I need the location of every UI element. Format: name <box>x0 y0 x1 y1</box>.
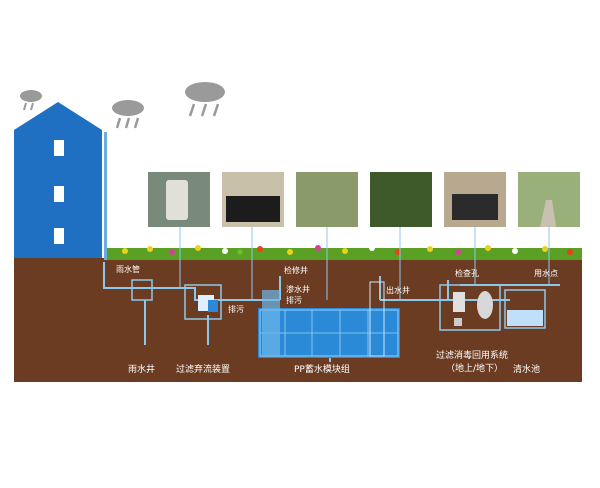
photo-equipment-pit <box>444 172 506 227</box>
label-storage-module: PP蓄水模块组 <box>294 363 350 375</box>
label-clear-pool: 清水池 <box>513 363 540 375</box>
flower-row <box>122 245 573 255</box>
photo-grass-lawn <box>296 172 358 227</box>
photo-garden-path <box>518 172 580 227</box>
label-inspection-hole: 检查孔 <box>455 268 479 278</box>
cloud-icon <box>20 90 42 111</box>
photo-black-tank <box>222 172 284 227</box>
photo-plants-greenery <box>370 172 432 227</box>
house-icon <box>14 102 107 260</box>
cloud-icon <box>185 82 225 117</box>
clear-water-pool <box>504 289 546 329</box>
photo-connectors <box>179 227 550 300</box>
label-water-point: 用水点 <box>534 268 558 278</box>
photo-strip <box>148 172 580 227</box>
photo-filter-canister <box>148 172 210 227</box>
disinfection-system <box>439 284 501 331</box>
pp-storage-module <box>258 281 400 358</box>
label-rain-well: 雨水井 <box>128 363 155 375</box>
rain-well-box <box>131 279 153 301</box>
label-inspection-well: 检修井 <box>284 265 308 275</box>
label-disinfection-line2: （地上/地下） <box>446 362 503 374</box>
filter-device <box>184 284 222 320</box>
label-filter-device: 过滤弃流装置 <box>176 363 230 375</box>
label-disinfection-line1: 过滤消毒回用系统 <box>436 349 508 361</box>
label-rain-pipe: 雨水管 <box>116 264 140 274</box>
label-discharge: 排污 <box>228 304 244 314</box>
flower-icon <box>122 245 573 255</box>
label-outlet-well: 出水井 <box>386 285 410 295</box>
label-discharge-2: 排污 <box>286 295 302 305</box>
cloud-icon <box>112 100 144 129</box>
label-seepage-well: 渗水井 <box>286 284 310 294</box>
